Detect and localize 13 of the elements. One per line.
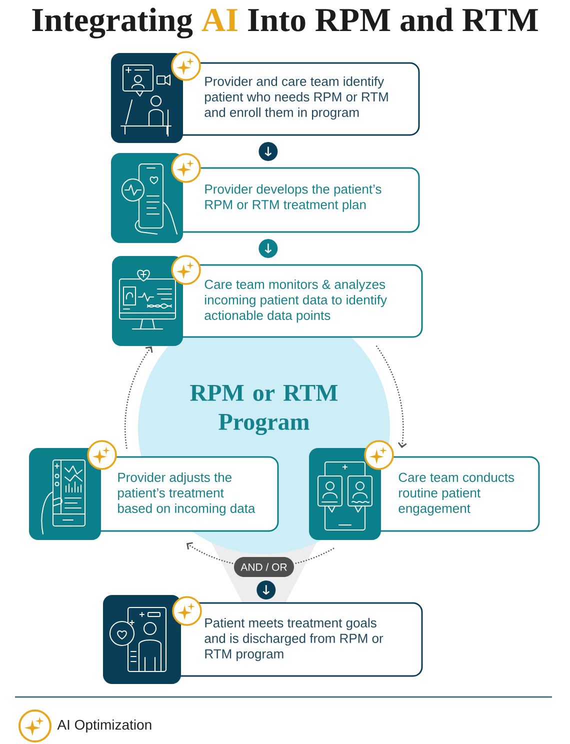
arrow-badge xyxy=(258,142,278,161)
step-card: Provider adjusts the patient’s treatment based on incoming data xyxy=(29,448,279,540)
title: Integrating AI Into RPM and RTM xyxy=(32,8,538,38)
step-card: Care team monitors & analyzes incoming patient data to identify actionable data points xyxy=(112,256,423,346)
step-card: Provider and care team identify patient who needs RPM or RTM and enroll them in program xyxy=(111,53,420,143)
pill-label: AND / OR xyxy=(234,557,294,577)
arrow-badge xyxy=(256,580,276,600)
legend-label: AI Optimization xyxy=(57,719,152,733)
dotted-arrow xyxy=(376,346,407,448)
dotted-arrow xyxy=(186,542,236,565)
step-card: Patient meets treatment goals and is discharged from RPM or RTM program xyxy=(103,595,423,684)
dotted-line xyxy=(293,548,334,564)
step-card: Provider develops the patient’s RPM or RTM treatment plan xyxy=(111,153,420,243)
